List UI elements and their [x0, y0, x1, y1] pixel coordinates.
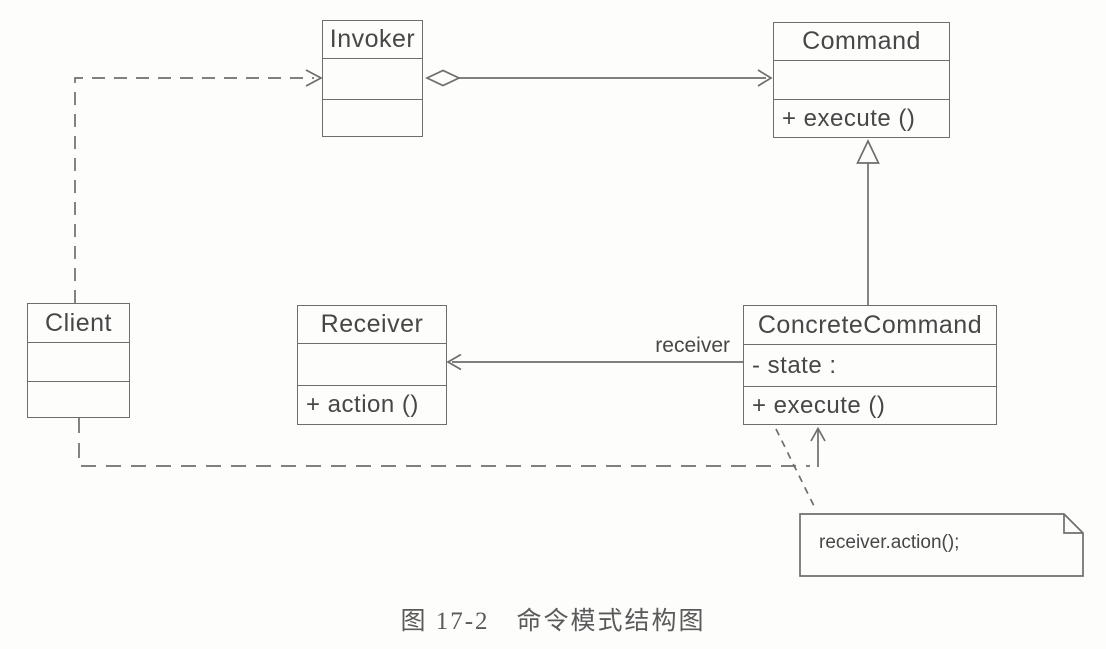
aggregation-diamond-icon	[424, 69, 462, 87]
operations-compartment: + action ()	[298, 385, 446, 424]
operations-compartment	[28, 381, 129, 417]
class-box-receiver: Receiver + action ()	[297, 305, 447, 425]
client-concrete-dependency-line	[78, 418, 810, 467]
attributes-compartment: - state :	[744, 344, 996, 386]
client-invoker-arrowhead-icon	[305, 69, 323, 87]
client-concrete-arrowhead-icon	[810, 426, 826, 442]
attributes-compartment	[28, 342, 129, 381]
note-fold-icon	[1063, 514, 1083, 534]
note-text: receiver.action();	[819, 532, 960, 553]
class-name: Receiver	[320, 310, 424, 338]
operations-compartment: + execute ()	[774, 99, 949, 137]
attributes-compartment	[323, 58, 422, 99]
class-name: Command	[802, 27, 921, 55]
attributes-compartment	[774, 60, 949, 99]
association-role-label: receiver	[655, 334, 730, 357]
operations-compartment: + execute ()	[744, 386, 996, 424]
attributes-compartment	[298, 343, 446, 385]
figure-caption: 图 17-2 命令模式结构图	[400, 608, 706, 635]
invoker-command-arrowhead-icon	[757, 69, 773, 87]
generalization-triangle-icon	[856, 139, 880, 164]
note-anchor-line	[775, 428, 815, 507]
class-name: Invoker	[329, 25, 416, 53]
class-box-invoker: Invoker	[322, 20, 423, 137]
operations-compartment	[323, 99, 422, 136]
concrete-receiver-arrowhead-icon	[446, 353, 462, 371]
class-name: Client	[45, 308, 112, 337]
class-name: ConcreteCommand	[757, 310, 983, 339]
client-invoker-dependency-line	[74, 77, 314, 303]
class-box-concrete-command: ConcreteCommand - state : + execute ()	[743, 305, 997, 425]
note-shape	[799, 513, 1084, 577]
class-box-client: Client	[27, 303, 130, 418]
class-box-command: Command + execute ()	[773, 22, 950, 138]
